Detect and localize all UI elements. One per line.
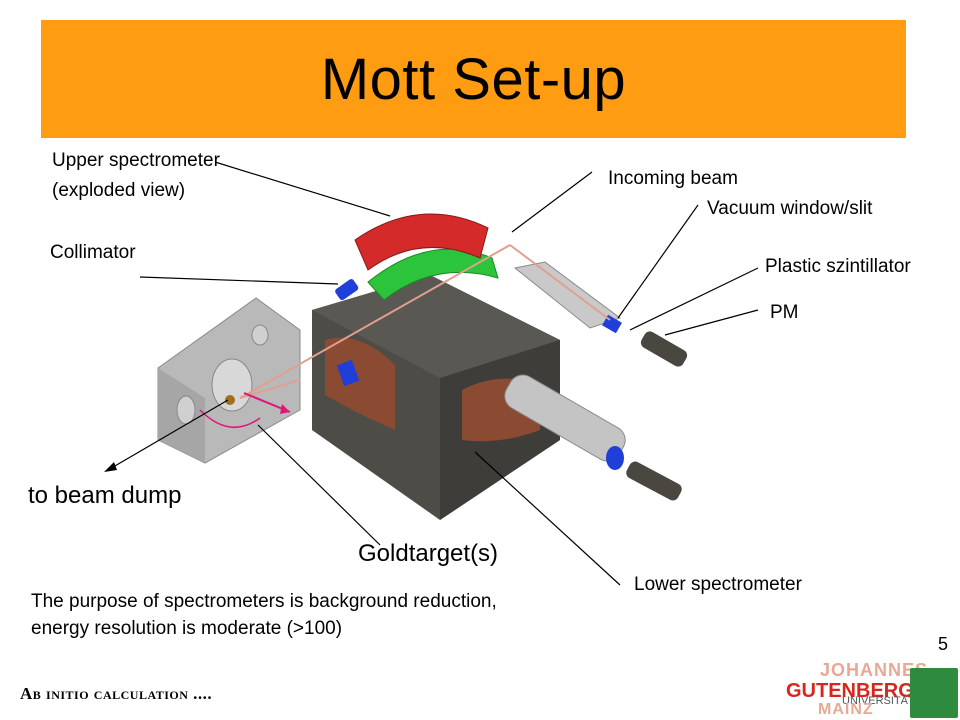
logo-gutenberg: GUTENBERG	[786, 680, 914, 702]
page-number: 5	[938, 634, 949, 654]
label-to-beam-dump: to beam dump	[28, 482, 182, 509]
upper-magnet	[354, 213, 489, 271]
beam-dump-arrow	[107, 399, 229, 471]
logo-johannes: JOHANNES	[820, 660, 929, 680]
logo-universitaet: UNIVERSITÄT	[842, 695, 915, 707]
purpose-note-line2: energy resolution is moderate (>100)	[31, 618, 343, 639]
label-lower-spectrometer: Lower spectrometer	[634, 574, 802, 595]
label-plastic-szintillator: Plastic szintillator	[765, 256, 911, 277]
label-upper-spectrometer: Upper spectrometer	[52, 150, 220, 171]
logo-mainz: MAINZ	[818, 701, 874, 718]
lower-detector-arm	[504, 374, 682, 501]
purpose-note-line1: The purpose of spectrometers is backgrou…	[31, 591, 497, 612]
leader-lines	[139, 161, 759, 586]
upper-detector-arm	[513, 261, 688, 367]
lower-magnet	[367, 248, 499, 301]
target-chamber-flange	[157, 297, 301, 464]
title-bar: Mott Set-up	[41, 20, 906, 138]
label-collimator: Collimator	[50, 242, 136, 263]
collimator-shape	[335, 279, 359, 301]
slide-title: Mott Set-up	[320, 46, 627, 112]
label-incoming-beam: Incoming beam	[608, 168, 738, 189]
purpose-note: The purpose of spectrometers is backgrou…	[31, 588, 497, 642]
mami-logo	[910, 668, 958, 718]
label-vacuum-window: Vacuum window/slit	[707, 198, 873, 219]
label-goldtarget: Goldtarget(s)	[358, 540, 499, 567]
label-exploded-view: (exploded view)	[52, 180, 186, 201]
footer-text: Ab initio calculation ....	[20, 684, 213, 703]
label-pm: PM	[770, 302, 799, 323]
scatter-angle-arc	[199, 409, 261, 429]
